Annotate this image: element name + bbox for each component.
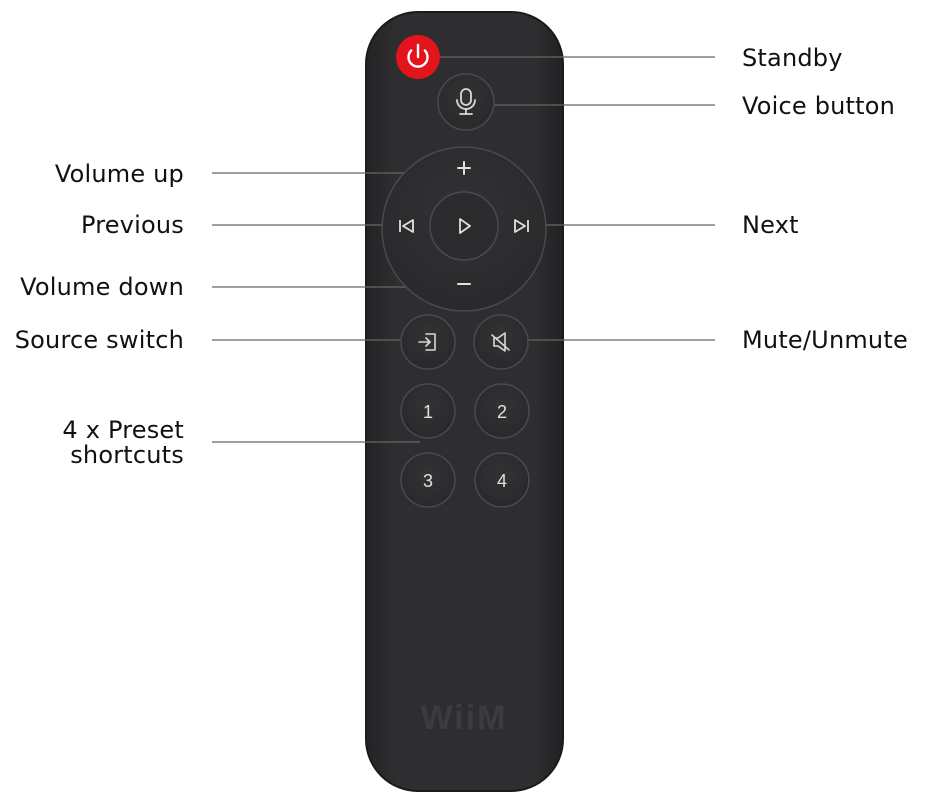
label-next: Next [742, 211, 799, 239]
label-standby: Standby [742, 44, 843, 72]
voice-button[interactable] [437, 73, 495, 131]
preset-key-label: 1 [423, 402, 433, 422]
label-presets: 4 x Preset shortcuts [62, 418, 184, 468]
label-voice-button: Voice button [742, 92, 896, 120]
volume-up-button[interactable] [434, 152, 494, 188]
label-presets-line2: shortcuts [70, 441, 184, 469]
source-switch-button[interactable] [400, 314, 456, 370]
leader-lines [212, 56, 715, 443]
label-presets-line1: 4 x Preset [62, 416, 184, 444]
mute-button[interactable] [473, 314, 529, 370]
input-source-icon [418, 333, 436, 351]
preset-button-1[interactable]: 1 [400, 383, 456, 439]
play-icon [459, 218, 471, 234]
preset-button-3[interactable]: 3 [400, 452, 456, 508]
standby-button[interactable] [396, 35, 440, 79]
preset-key-label: 3 [423, 471, 433, 491]
label-volume-down: Volume down [20, 273, 184, 301]
play-pause-button[interactable] [429, 191, 499, 261]
volume-down-button[interactable] [434, 268, 494, 304]
preset-key-label: 2 [497, 402, 507, 422]
label-source-switch: Source switch [14, 326, 184, 354]
microphone-icon [456, 88, 476, 115]
next-button[interactable] [504, 208, 542, 244]
power-icon [407, 43, 429, 68]
preset-button-4[interactable]: 4 [474, 452, 530, 508]
previous-button[interactable] [386, 208, 424, 244]
speaker-mute-icon [491, 332, 510, 352]
preset-key-label: 4 [497, 471, 507, 491]
preset-button-2[interactable]: 2 [474, 383, 530, 439]
skip-previous-icon [399, 219, 414, 233]
label-previous: Previous [80, 211, 184, 239]
skip-next-icon [514, 219, 529, 233]
label-volume-up: Volume up [54, 160, 184, 188]
label-mute-unmute: Mute/Unmute [742, 326, 908, 354]
plus-icon [457, 161, 471, 175]
brand-logo: WiiM [420, 699, 507, 737]
